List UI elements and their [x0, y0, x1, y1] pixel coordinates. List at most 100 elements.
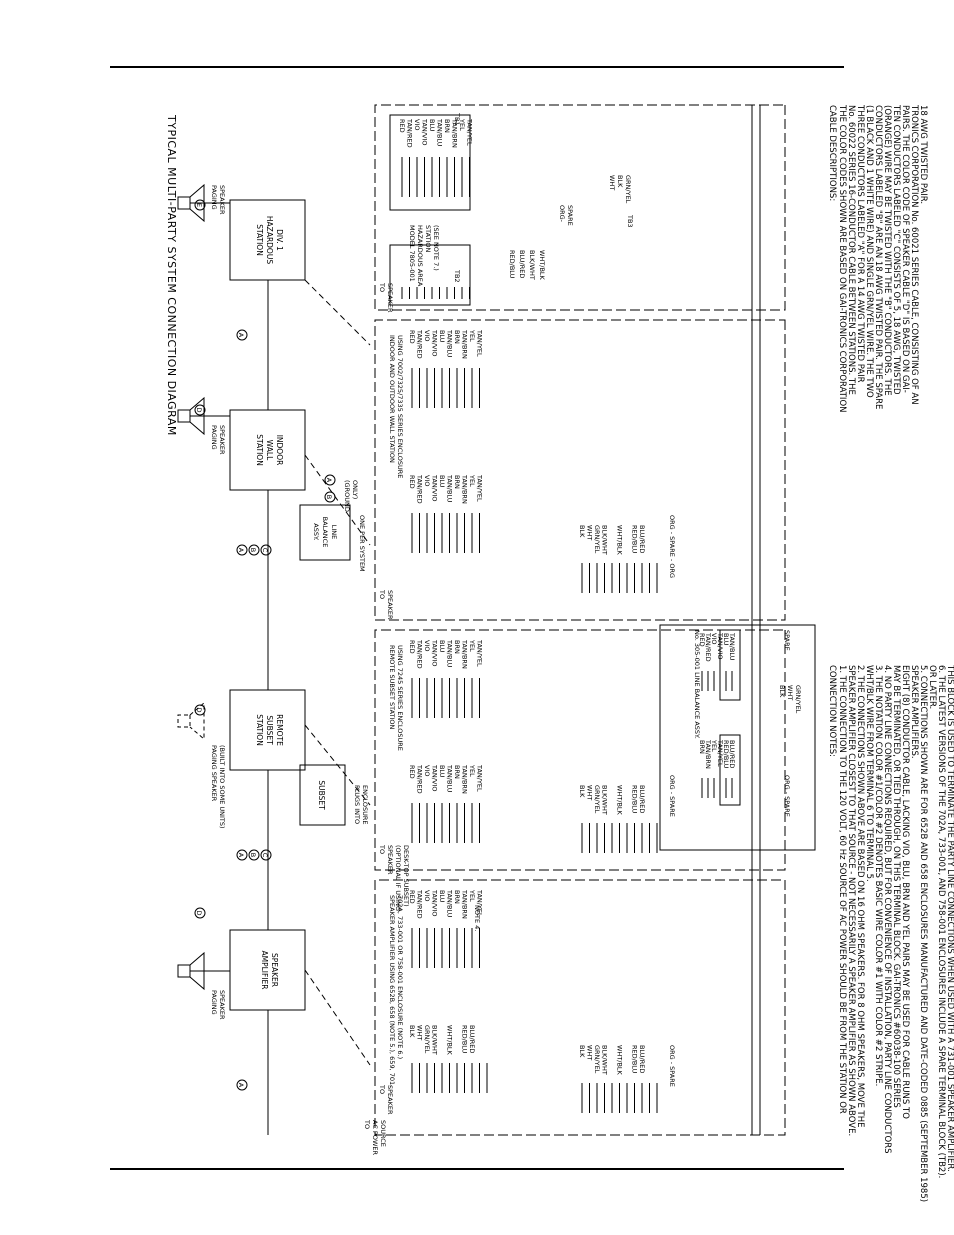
lb-right-wire-4: TAN/YEL — [716, 739, 724, 767]
svg-text:B: B — [249, 853, 257, 857]
indoor-right-wire-6: TAN/BLU — [446, 474, 454, 503]
amp-left-wire-5: BLU — [438, 890, 446, 903]
plugs-into-label-1: PLUGS INTO — [353, 785, 361, 824]
svg-text:C: C — [261, 548, 269, 553]
indoor-upper-wire-6: WHT/BLK — [616, 525, 624, 556]
conn-line-7: MAY BE TERMINATED, OR TIED THROUGH, ON T… — [891, 665, 901, 1108]
cable-line-2: No. 60022 SERIES 16-CONDUCTOR CABLE BETW… — [846, 105, 856, 395]
amp-right-wire-4: BLK/WHT — [431, 1025, 439, 1055]
svg-text:A: A — [237, 1083, 245, 1088]
paging-speaker-1-label-1: PAGING — [210, 185, 218, 210]
lb-right-wire-2: TAN/BRN — [704, 739, 712, 769]
lb-spare-wht: WHT — [786, 685, 794, 700]
footer-rule — [110, 1168, 844, 1170]
svg-text:B: B — [249, 548, 257, 552]
connection-notes: 1. THE CONNECTION TO THE 120 VOLT, 60 Hz… — [837, 664, 954, 1202]
indoor-left-wire-9: YEL — [468, 329, 476, 342]
amp-left-wire-3: VIO — [423, 890, 431, 901]
amp-right-wire-6: WHT/BLK — [446, 1025, 454, 1056]
to-speaker-label-2-a: TO — [378, 589, 386, 599]
paging-speaker-2-label-1: PAGING — [210, 425, 218, 450]
indoor-right-wire-2: TAN/RED — [416, 474, 424, 504]
callout-div1 — [304, 279, 371, 346]
svg-text:D: D — [195, 707, 203, 712]
indoor-label-2: WALL — [265, 440, 274, 461]
haz-tb1-wire-6: TAN/BLU — [436, 118, 444, 147]
haz-spare-label-2: SPARE — [566, 205, 574, 226]
haz-right-wire-1: RED/BLU — [508, 250, 516, 279]
remote-left-wire-5: BLU — [438, 640, 446, 653]
hazardous-panel-title-3: STATION — [424, 225, 432, 253]
lb-left-wire-1: RED — [698, 633, 706, 647]
lb-spare-label: SPARE — [783, 630, 791, 651]
indoor-left-wire-7: BRN — [453, 330, 461, 344]
svg-text:E: E — [195, 203, 203, 207]
indoor-right-wire-9: YEL — [468, 474, 476, 487]
remote-right-wire-8: TAN/BRN — [461, 764, 469, 794]
paging-built-label-1: PAGING SPEAKER — [210, 745, 218, 802]
amp-left-wire-2: TAN/RED — [416, 889, 424, 919]
cable-line-5: CONDUCTORS LABELED "B" ARE AN 18 AWG TWI… — [873, 105, 883, 409]
paging-built-label-2: (BUILT INTO SOME UNITS) — [218, 745, 226, 829]
amp-left-wire-7: BRN — [453, 890, 461, 904]
indoor-left-wire-8: TAN/BRN — [461, 329, 469, 359]
tb1-label: TB1 — [453, 112, 461, 126]
indoor-upper-wire-9: BLU/RED — [638, 525, 646, 553]
svg-text:D: D — [195, 910, 203, 915]
lb-right-wire-6: BLU/RED — [728, 740, 736, 768]
amp-right-wire-1: BLK — [408, 1025, 416, 1038]
haz-tb1-wire-9: YEL — [458, 118, 466, 131]
indoor-right-wire-10: TAN/YEL — [476, 474, 484, 502]
line-balance-panel-title: No. 305-001 LINE BALANCE ASSY. — [693, 630, 701, 739]
remote-right-wire-1: RED — [408, 765, 416, 779]
indoor-left-wire-2: TAN/RED — [416, 329, 424, 359]
cable-line-9: TRONICS CORPORATION No. 60021 SERIES CAB… — [909, 104, 919, 405]
indoor-spare-label: ORG - SPARE - ORG — [668, 515, 676, 578]
amp-panel-title-1: SPEAKER AMPLIFIER USING 652B, 658 (NOTE … — [388, 895, 396, 1087]
hazardous-tb2-wires — [401, 287, 470, 299]
paging-speaker-1 — [177, 183, 230, 223]
cable-descriptions: THE COLOR CODES SHOWN ARE BASED ON GAI-T… — [837, 104, 928, 413]
amp-right-wire-9: BLU/RED — [468, 1025, 476, 1053]
hazardous-panel-title-2: HAZARDOUS AREA — [416, 225, 424, 287]
hazardous-panel-title-1: MODEL 7805-001 — [408, 225, 416, 282]
to-speaker-optional-4: DESK-TOP SUBSET) — [402, 845, 410, 907]
amp-left-wire-6: TAN/BLU — [446, 889, 454, 918]
to-speaker-optional-2: SPEAKER — [386, 845, 394, 875]
amp-label-1: SPEAKER — [270, 953, 279, 987]
remote-upper-wire-1: BLK — [578, 785, 586, 798]
lb-right-wire-1: BRN — [698, 740, 706, 754]
haz-tb1-wire-3: VIO — [413, 119, 421, 130]
callout-remote — [304, 724, 371, 806]
paging-speaker-1-label-2: SPEAKER — [218, 185, 226, 215]
line-balance-tb-right — [719, 734, 741, 806]
amp-upper-wire-4: BLK/WHT — [601, 1045, 609, 1075]
line-balance-label-2: BALANCE — [321, 517, 329, 548]
indoor-left-wire-6: TAN/BLU — [446, 329, 454, 358]
remote-right-wire-9: YEL — [468, 764, 476, 777]
remote-left-wire-6: TAN/BLU — [446, 639, 454, 668]
to-ac-power-label-1: TO — [363, 1119, 371, 1129]
amp-upper-wire-9: BLU/RED — [638, 1045, 646, 1073]
svg-text:C: C — [261, 853, 269, 858]
subset-label: SUBSET — [317, 780, 326, 810]
remote-panel-title-1: REMOTE SUBSET STATION — [388, 645, 396, 730]
remote-label-3: STATION — [255, 714, 264, 746]
remote-left-wire-3: VIO — [423, 640, 431, 651]
conn-line-4: WHT/BLK WIRE FROM TERMINAL 6 TO TERMINAL… — [864, 665, 874, 882]
cable-line-6: (ORANGE) WIRE MAY BE TWISTED WITH THE "B… — [882, 105, 892, 396]
remote-left-wire-9: YEL — [468, 639, 476, 652]
line-balance-tb-left — [719, 629, 741, 701]
remote-panel — [374, 629, 786, 871]
lb-left-wire-2: TAN/RED — [704, 632, 712, 662]
remote-left-wire-7: BRN — [453, 640, 461, 654]
to-speaker-label-2-b: SPEAKER — [386, 590, 394, 620]
lb-spare-grn: GRN/YEL — [794, 685, 802, 714]
